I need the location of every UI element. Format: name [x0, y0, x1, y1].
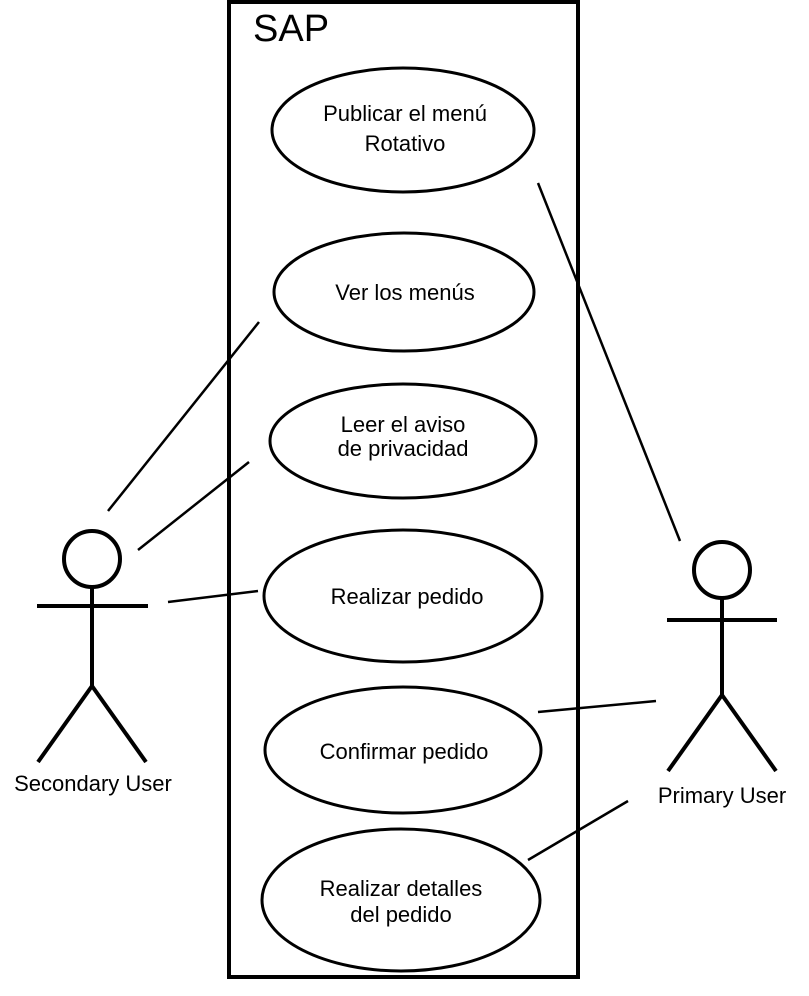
use-case-ellipse [260, 827, 542, 973]
associations [107, 182, 682, 862]
system-boundary: SAP [227, 0, 580, 979]
use-case-label-line: del pedido [350, 902, 452, 927]
actor-label-primary: Primary User [658, 783, 786, 808]
use-case-ellipse [272, 231, 536, 353]
actor-head [692, 540, 752, 600]
actor-left-leg [36, 684, 94, 764]
actor-left-leg [666, 693, 724, 773]
use-case-publicar[interactable]: Publicar el menú Rotativo [270, 66, 536, 194]
use-case-realizar[interactable]: Realizar pedido [262, 528, 544, 664]
system-boundary-box [227, 0, 580, 979]
actor-head [62, 529, 122, 589]
use-case-label-line: Rotativo [365, 131, 446, 156]
association-line-leer [137, 461, 250, 551]
actor-right-leg [90, 684, 148, 764]
association-line-realizar [167, 589, 259, 604]
use-case-confirmar[interactable]: Confirmar pedido [263, 685, 543, 815]
use-case-label-line: Realizar pedido [331, 584, 484, 609]
use-case-ellipse [268, 382, 538, 500]
use-case-ellipse [263, 685, 543, 815]
use-case-detalles[interactable]: Realizar detalles del pedido [260, 827, 542, 973]
system-title: SAP [253, 8, 329, 50]
association-line-detalles [527, 799, 629, 862]
use-case-label-line: Ver los menús [335, 280, 474, 305]
actor-label-secondary: Secondary User [14, 771, 172, 796]
actor-primary-user[interactable]: Primary User [658, 540, 786, 808]
use-case-label-line: de privacidad [338, 436, 469, 461]
actor-right-leg [720, 693, 778, 773]
association-line-publicar [536, 182, 682, 542]
use-case-label-line: Confirmar pedido [320, 739, 489, 764]
use-case-label-line: Leer el aviso [341, 412, 466, 437]
actor-secondary-user[interactable]: Secondary User [14, 529, 172, 796]
association-line-ver [107, 321, 260, 512]
use-case-ellipse [262, 528, 544, 664]
use-case-ellipse [270, 66, 536, 194]
use-case-ver[interactable]: Ver los menús [272, 231, 536, 353]
use-case-leer[interactable]: Leer el aviso de privacidad [268, 382, 538, 500]
use-case-label-line: Publicar el menú [323, 101, 487, 126]
use-case-label-line: Realizar detalles [320, 876, 483, 901]
association-line-confirmar [537, 699, 657, 714]
